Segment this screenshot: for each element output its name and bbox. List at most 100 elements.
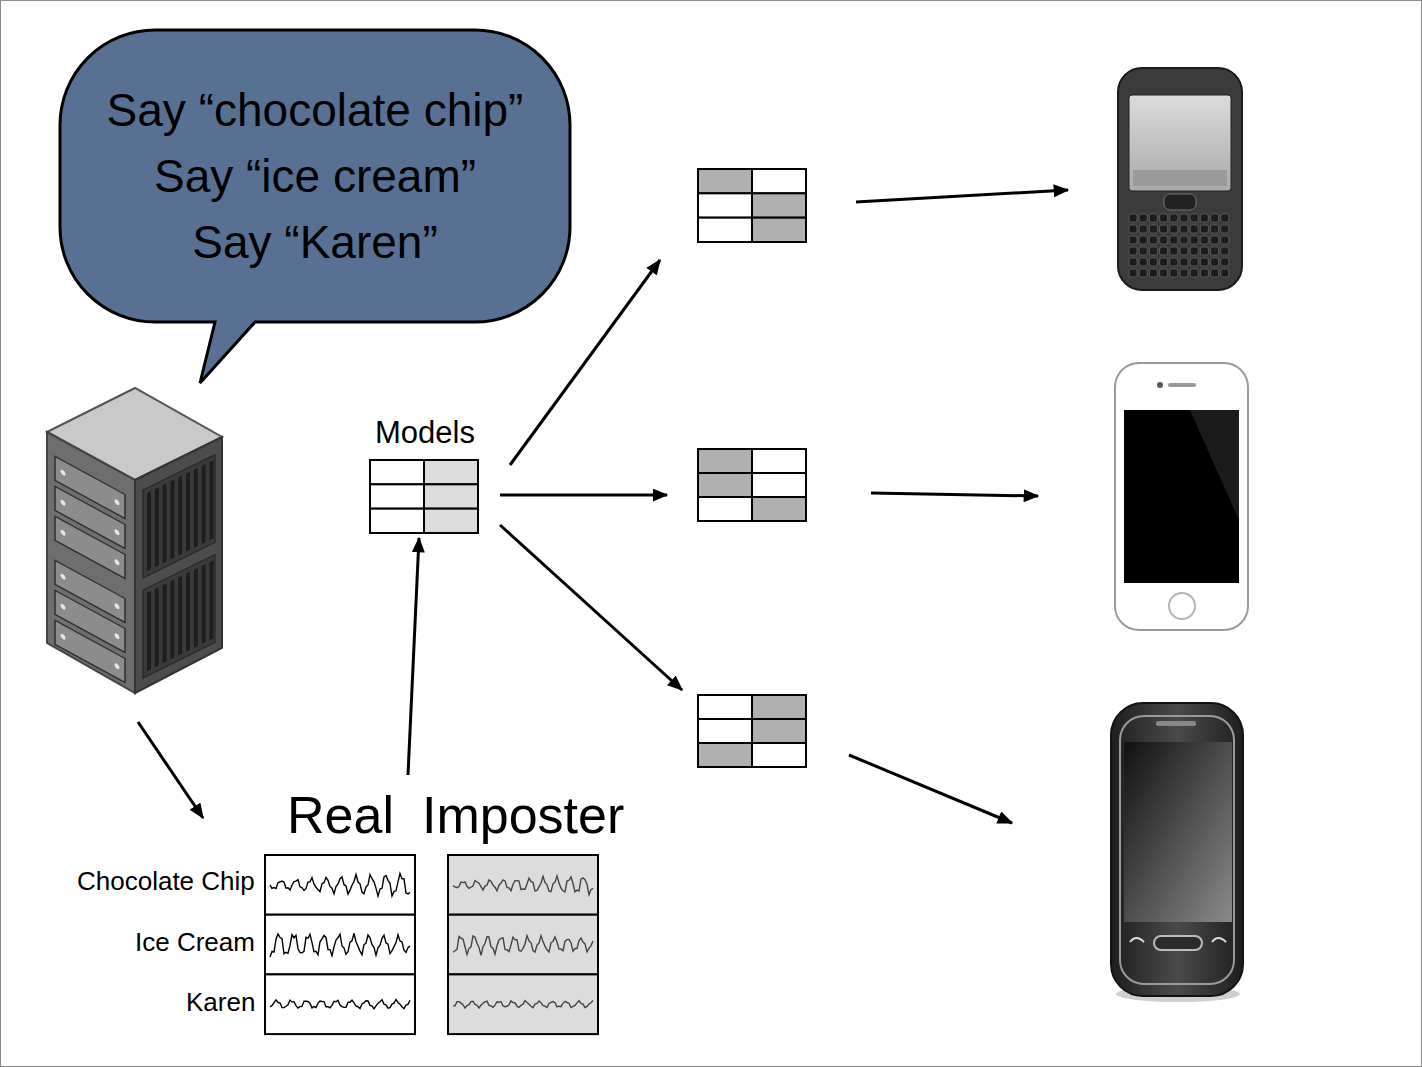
iphone-icon: [1190, 410, 1239, 520]
server-icon: [194, 568, 198, 648]
grid-cell: [752, 449, 806, 473]
server-icon: [143, 454, 215, 678]
smartphone-icon: [1211, 269, 1219, 277]
smartphone-icon: [1139, 225, 1147, 233]
smartphone-icon: [1170, 247, 1178, 255]
smartphone-icon: [1190, 247, 1198, 255]
arrow: [500, 494, 667, 497]
server-icon: [147, 591, 151, 671]
smartphone-icon: [1170, 269, 1178, 277]
grid-cell: [370, 509, 424, 533]
server-icon: [178, 576, 182, 656]
smartphone-icon: [1149, 225, 1157, 233]
smartphone-icon: [1211, 225, 1219, 233]
grid-cell: [698, 743, 752, 767]
arrow-connector: [408, 538, 419, 775]
models-grid: Models: [365, 412, 485, 538]
server-icon: [209, 460, 213, 540]
arrow: [138, 722, 203, 818]
iphone-icon: [1124, 410, 1239, 583]
smartphone-icon: [1190, 225, 1198, 233]
smartphone-icon: [1139, 269, 1147, 277]
smartphone-icon: [1221, 214, 1229, 222]
server-icon: [209, 560, 213, 640]
server-icon: [61, 573, 66, 581]
column-heading: Imposter: [422, 785, 624, 845]
smartphone-icon: [1170, 236, 1178, 244]
server-icon: [155, 487, 159, 567]
iphone-icon: [1157, 382, 1163, 388]
grid-cell: [752, 169, 806, 193]
server-icon: [178, 476, 182, 556]
smartphone-icon: [1200, 247, 1208, 255]
smartphone-icon: [1129, 95, 1231, 191]
waveform: [453, 1001, 593, 1009]
server-icon: [61, 469, 66, 477]
smartphone-icon: [1129, 214, 1229, 277]
smartphone-icon: [1118, 68, 1242, 290]
speech-bubble: Say “chocolate chip”Say “ice cream”Say “…: [60, 30, 570, 322]
table-cell: [265, 855, 415, 915]
grid-cell: [698, 695, 752, 719]
smartphone-icon: [1221, 225, 1229, 233]
sample-table: RealImposterChocolate ChipIce CreamKaren: [50, 775, 610, 1037]
grid-cell: [424, 484, 478, 508]
smartphone-icon: [1211, 236, 1219, 244]
grid-cell: [752, 695, 806, 719]
grid-cell: [752, 193, 806, 217]
table-cell: [448, 915, 598, 975]
server-icon: [115, 602, 120, 610]
smartphone-icon: [1180, 258, 1188, 266]
smartphone-icon: [1129, 214, 1137, 222]
row-label: Ice Cream: [135, 926, 255, 958]
waveform: [453, 876, 593, 895]
server-icon: [135, 437, 222, 693]
grid-cell: [698, 473, 752, 497]
smartphone-icon: [1200, 269, 1208, 277]
server-icon: [147, 491, 151, 571]
grid-cell: [698, 169, 752, 193]
smartphone-icon: [1160, 214, 1168, 222]
table-cell: [265, 915, 415, 975]
smartphone-icon: [1190, 214, 1198, 222]
server-icon: [202, 564, 206, 644]
server-icon: [47, 432, 135, 693]
server-icon: [47, 388, 222, 693]
smartphone-icon: [1211, 214, 1219, 222]
server-icon: [186, 472, 190, 552]
nokia-phone-icon: [1111, 703, 1243, 1002]
grid-cell: [698, 218, 752, 242]
table-cell: [448, 855, 598, 915]
arrow: [510, 260, 660, 465]
server-icon: [115, 558, 120, 566]
arrow: [500, 525, 682, 690]
smartphone-icon: [1149, 214, 1157, 222]
node-outline: [365, 412, 485, 618]
smartphone-icon: [1118, 68, 1242, 290]
smartphone-icon: [1190, 236, 1198, 244]
grid-cell: [752, 497, 806, 521]
server-icon: [61, 633, 66, 641]
server-icon: [115, 498, 120, 506]
smartphone-icon: [1221, 236, 1229, 244]
server-icon: [115, 632, 120, 640]
smartphone-icon: [1221, 247, 1229, 255]
bubble-line: Say “ice cream”: [154, 143, 476, 209]
smartphone-icon: [1129, 258, 1137, 266]
smartphone-icon: [1190, 269, 1198, 277]
server-icon: [170, 480, 174, 560]
smartphone-icon: [1149, 258, 1157, 266]
waveform: [453, 936, 593, 956]
grid-cell: [752, 218, 806, 242]
server-icon: [143, 554, 215, 678]
smartphone-icon: [1129, 269, 1137, 277]
grid-cell: [424, 509, 478, 533]
node-outline: [60, 30, 570, 402]
server-icon: [194, 468, 198, 548]
smartphone-icon: [1180, 247, 1188, 255]
arrow: [849, 755, 1012, 823]
smartphone-icon: [1200, 214, 1208, 222]
node-outline: [50, 775, 610, 1067]
